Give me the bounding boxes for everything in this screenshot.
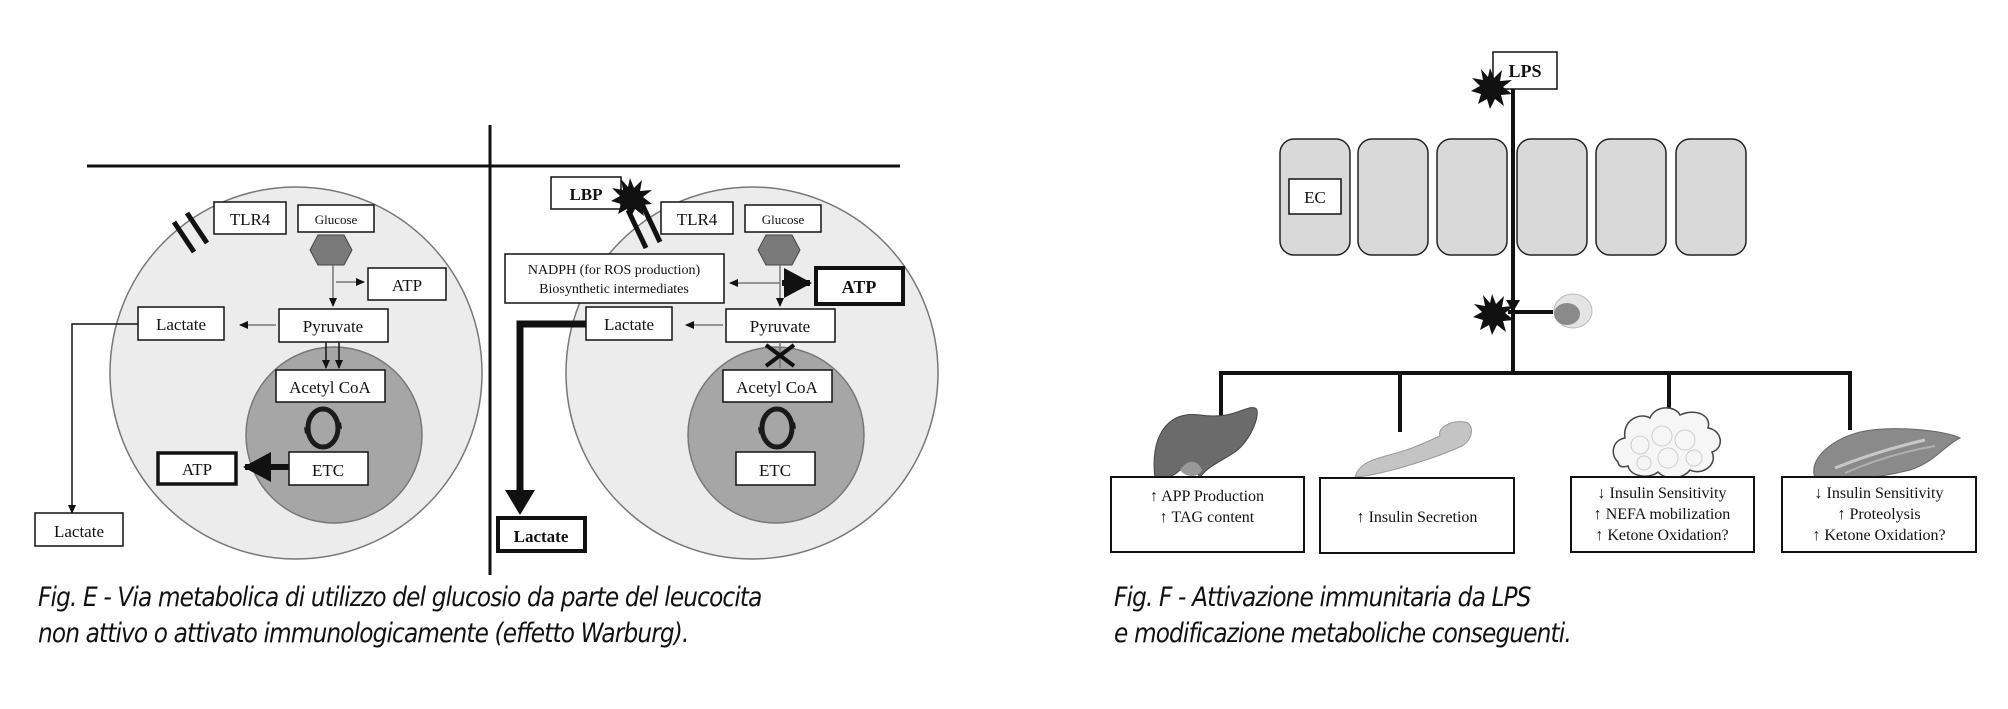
pancreas-icon [1354,421,1472,478]
tlr4-box [660,201,734,235]
glucose-box [297,204,375,233]
effect-line: ↑ APP Production [1150,488,1264,505]
lactate-inside-label: Lactate [156,315,206,334]
figure-e-caption: Fig. E - Via metabolica di utilizzo del … [38,580,762,652]
atp-glycolysis-box [367,267,447,301]
organ-effect-box-liver: ↑ APP Production ↑ TAG content [1110,476,1305,553]
epithelial-barrier: EC [1279,138,1747,256]
krebs-cycle-icon [304,406,342,450]
liver-gallbladder-icon [1180,461,1202,476]
acetyl-coa-label: Acetyl CoA [289,378,371,397]
pyruvate-label: Pyruvate [303,317,363,336]
nadph-label-line2: Biosynthetic intermediates [539,282,689,297]
lps-label: LPS [1508,61,1541,81]
krebs-cycle-icon [758,406,796,450]
figure-e: TLR4 Glucose ATP Pyruvate Lactate Lactat… [34,125,939,575]
effect-line: ↑ Proteolysis [1837,506,1920,523]
effect-line: ↓ Insulin Sensitivity [1815,485,1944,502]
effect-line: ↓ Insulin Sensitivity [1598,485,1727,502]
organ-effect-box-adipose: ↓ Insulin Sensitivity ↑ NEFA mobilizatio… [1570,476,1755,553]
effect-line: ↑ Ketone Oxidation? [1812,527,1945,544]
atp-label: ATP [842,277,877,297]
blocked-x-icon [764,343,796,368]
effect-line: ↑ NEFA mobilization [1594,506,1731,523]
lactate-inside-box [585,306,673,341]
etc-label: ETC [759,461,791,480]
lactate-outside-label: Lactate [54,522,104,541]
lbp-box [550,176,622,210]
ec-box [1288,178,1342,215]
organ-effect-box-muscle: ↓ Insulin Sensitivity ↑ Proteolysis ↑ Ke… [1781,476,1977,553]
lactate-inside-label: Lactate [604,315,654,334]
etc-label: ETC [312,461,344,480]
lbp-label: LBP [569,185,602,204]
pyruvate-box [725,308,836,343]
atp-oxphos-box [156,451,238,486]
tlr4-label: TLR4 [677,210,718,229]
epithelial-cell [1675,138,1747,256]
acetyl-coa-label: Acetyl CoA [736,378,818,397]
skeletal-muscle-icon [1813,428,1962,481]
lps-burst-icon [1473,294,1514,335]
atp-box [814,266,905,306]
epithelial-cell [1436,138,1508,256]
caption-line: Fig. E - Via metabolica di utilizzo del … [38,582,762,613]
effect-line: ↑ Insulin Secretion [1357,509,1478,526]
glucose-label: Glucose [315,212,358,227]
lactate-outside-box [34,512,124,547]
acetyl-coa-box [275,369,386,403]
epithelial-cell [1516,138,1588,256]
atp-glycolysis-label: ATP [392,276,422,295]
resting-cell: TLR4 Glucose ATP Pyruvate Lactate Lactat… [34,186,483,560]
glucose-box [744,204,822,233]
tlr4-receptor-icon [625,202,663,250]
effect-line: ↑ TAG content [1160,509,1255,526]
activated-cell: LBP TLR4 Glucose NADPH (for ROS producti… [496,176,939,560]
branch-lines [1219,371,1852,432]
figure-f-caption: Fig. F - Attivazione immunitaria da LPS … [1114,580,1572,652]
nadph-box [504,253,725,304]
liver-icon [1153,407,1258,480]
figure-f: LPS EC [1110,51,1977,554]
tlr4-receptor-icon [171,211,210,254]
ec-label: EC [1304,188,1326,207]
pyruvate-box [278,308,389,343]
lactate-outside-label: Lactate [514,527,569,546]
caption-line: e modificazione metaboliche conseguenti. [1114,618,1572,649]
glucose-hexagon-icon [757,234,801,266]
glucose-label: Glucose [762,212,805,227]
caption-line: non attivo o attivato immunologicamente … [38,618,689,649]
atp-oxphos-label: ATP [182,460,212,479]
lactate-outside-box [496,516,587,553]
glucose-hexagon-icon [309,234,353,266]
organ-effect-box-pancreas: ↑ Insulin Secretion [1319,477,1515,554]
pyruvate-label: Pyruvate [750,317,810,336]
etc-box [288,451,369,486]
effect-line: ↑ Ketone Oxidation? [1595,527,1728,544]
epithelial-cell [1357,138,1429,256]
nadph-label-line1: NADPH (for ROS production) [528,263,701,278]
immune-cell-icon [1553,293,1593,329]
adipose-tissue-icon [1612,407,1721,479]
caption-line: Fig. F - Attivazione immunitaria da LPS [1114,582,1531,613]
tlr4-box [213,201,287,235]
lps-burst-icon [1471,68,1512,109]
etc-box [735,451,816,486]
acetyl-coa-box [722,369,833,403]
tlr4-label: TLR4 [230,210,271,229]
epithelial-cell [1595,138,1667,256]
